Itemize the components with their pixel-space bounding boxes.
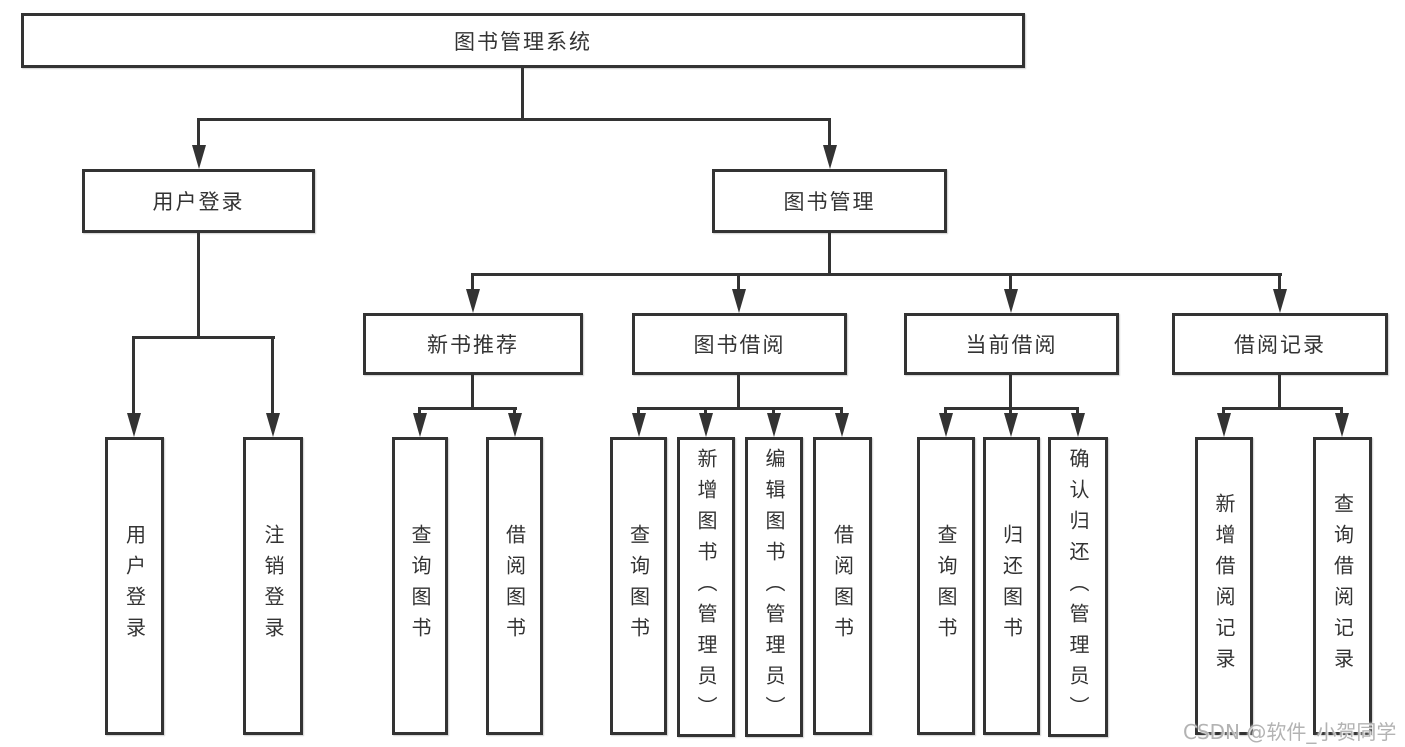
leaf-logout: 注销登录 <box>243 437 303 735</box>
arrowhead-icon <box>1004 289 1018 313</box>
leaf-confirm-return-admin: 确认归还（管理员） <box>1048 437 1108 737</box>
node-current-borrow: 当前借阅 <box>904 313 1119 375</box>
node-book-borrow-label: 图书借阅 <box>693 333 786 357</box>
leaf-recommend-borrow-books: 借阅图书 <box>486 437 543 735</box>
node-book-management-label: 图书管理 <box>783 190 876 214</box>
leaf-current-query-books-label: 查询图书 <box>934 524 958 648</box>
csdn-watermark: CSDN @软件_小贺同学 <box>1183 720 1397 744</box>
leaf-edit-books-admin-label: 编辑图书（管理员） <box>762 447 786 727</box>
leaf-query-borrow-record-label: 查询借阅记录 <box>1330 493 1355 679</box>
connector-line <box>197 233 200 338</box>
leaf-user-login: 用户登录 <box>105 437 164 735</box>
node-root-label: 图书管理系统 <box>454 29 592 54</box>
leaf-return-books: 归还图书 <box>983 437 1040 735</box>
connector-line <box>1009 375 1012 409</box>
connector-line <box>471 375 474 409</box>
node-borrow-records: 借阅记录 <box>1172 313 1388 375</box>
connector-line <box>1278 273 1281 292</box>
node-user-login: 用户登录 <box>82 169 315 233</box>
leaf-recommend-query-books: 查询图书 <box>392 437 448 735</box>
leaf-current-query-books: 查询图书 <box>917 437 975 735</box>
connector-line <box>704 407 707 416</box>
connector-line <box>132 336 135 415</box>
leaf-borrow-books: 借阅图书 <box>813 437 872 735</box>
arrowhead-icon <box>767 413 781 437</box>
arrowhead-icon <box>835 413 849 437</box>
arrowhead-icon <box>699 413 713 437</box>
arrowhead-icon <box>466 289 480 313</box>
arrowhead-icon <box>823 145 837 169</box>
connector-line <box>513 407 516 416</box>
leaf-borrow-query-books: 查询图书 <box>610 437 667 735</box>
connector-line <box>471 273 474 292</box>
connector-line <box>1222 407 1343 410</box>
connector-line <box>521 68 524 120</box>
node-book-management: 图书管理 <box>712 169 947 233</box>
connector-line <box>840 407 843 416</box>
arrowhead-icon <box>508 413 522 437</box>
connector-line <box>637 407 640 416</box>
arrowhead-icon <box>1071 413 1085 437</box>
leaf-recommend-query-books-label: 查询图书 <box>408 524 432 648</box>
connector-line <box>197 118 200 148</box>
arrowhead-icon <box>413 413 427 437</box>
arrowhead-icon <box>192 145 206 169</box>
arrowhead-icon <box>732 289 746 313</box>
arrowhead-icon <box>1273 289 1287 313</box>
arrowhead-icon <box>632 413 646 437</box>
connector-line <box>1278 375 1281 409</box>
leaf-recommend-borrow-books-label: 借阅图书 <box>502 524 527 648</box>
leaf-edit-books-admin: 编辑图书（管理员） <box>745 437 803 737</box>
connector-line <box>1076 407 1079 416</box>
leaf-add-borrow-record: 新增借阅记录 <box>1195 437 1253 735</box>
leaf-add-books-admin: 新增图书（管理员） <box>677 437 735 737</box>
connector-line <box>1009 407 1012 416</box>
node-book-borrow: 图书借阅 <box>632 313 847 375</box>
arrowhead-icon <box>1335 413 1349 437</box>
connector-line <box>418 407 517 410</box>
connector-line <box>1340 407 1343 416</box>
connector-line <box>637 407 843 410</box>
connector-line <box>828 118 831 148</box>
node-user-login-label: 用户登录 <box>152 190 245 214</box>
connector-line <box>418 407 421 416</box>
connector-line <box>271 336 274 415</box>
node-new-book-recommend: 新书推荐 <box>363 313 583 375</box>
node-root: 图书管理系统 <box>21 13 1025 68</box>
arrowhead-icon <box>1217 413 1231 437</box>
leaf-logout-label: 注销登录 <box>261 524 285 648</box>
connector-line <box>132 336 275 339</box>
connector-line <box>828 233 831 275</box>
node-new-book-recommend-label: 新书推荐 <box>427 333 519 357</box>
leaf-query-borrow-record: 查询借阅记录 <box>1313 437 1372 735</box>
node-borrow-records-label: 借阅记录 <box>1234 333 1326 357</box>
connector-line <box>197 118 831 121</box>
leaf-add-books-admin-label: 新增图书（管理员） <box>694 447 718 727</box>
leaf-return-books-label: 归还图书 <box>999 524 1024 648</box>
leaf-borrow-query-books-label: 查询图书 <box>626 524 651 648</box>
leaf-user-login-label: 用户登录 <box>122 524 147 648</box>
leaf-confirm-return-admin-label: 确认归还（管理员） <box>1066 447 1090 727</box>
connector-line <box>772 407 775 416</box>
connector-line <box>737 273 740 292</box>
leaf-add-borrow-record-label: 新增借阅记录 <box>1212 493 1236 679</box>
arrowhead-icon <box>266 413 280 437</box>
connector-line <box>944 407 947 416</box>
arrowhead-icon <box>1004 413 1018 437</box>
connector-line <box>1222 407 1225 416</box>
connector-line <box>1009 273 1012 292</box>
node-current-borrow-label: 当前借阅 <box>965 333 1058 357</box>
leaf-borrow-books-label: 借阅图书 <box>830 524 855 648</box>
arrowhead-icon <box>939 413 953 437</box>
connector-line <box>471 273 1282 276</box>
connector-line <box>737 375 740 409</box>
arrowhead-icon <box>127 413 141 437</box>
